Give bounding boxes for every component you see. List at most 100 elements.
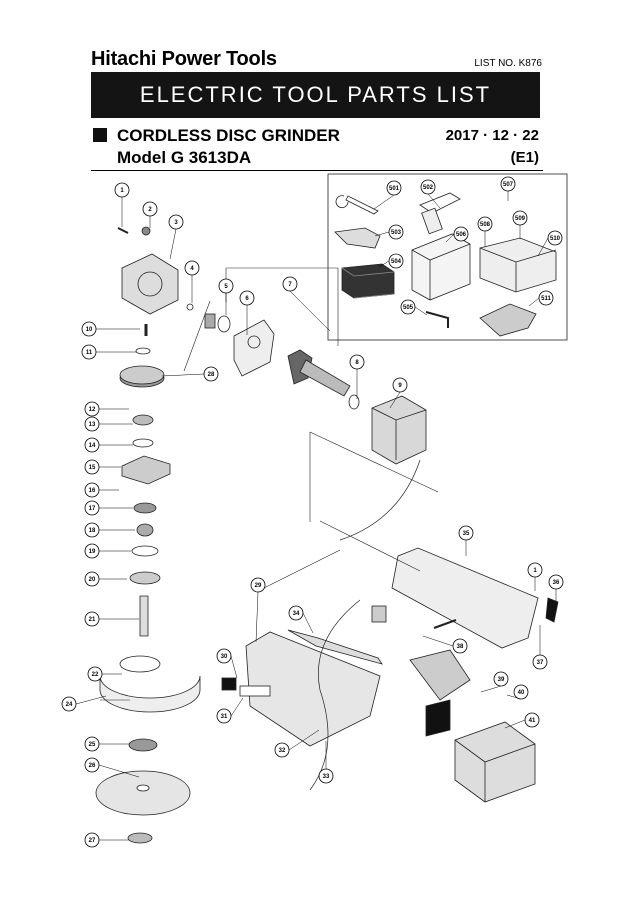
product-name: CORDLESS DISC GRINDER	[117, 126, 340, 145]
callout-12: 12	[84, 401, 100, 417]
callout-8: 8	[349, 354, 365, 370]
gear-cover	[121, 253, 179, 315]
callout-1-handle: 1	[527, 562, 543, 578]
header-rule	[91, 170, 543, 171]
callout-17: 17	[84, 500, 100, 516]
callout-502: 502	[420, 179, 436, 195]
svg-text:510: 510	[550, 236, 561, 242]
callout-9: 9	[392, 377, 408, 393]
wheel-guard	[99, 675, 201, 713]
bullet-square	[93, 128, 107, 142]
callout-507: 507	[500, 176, 516, 192]
svg-text:508: 508	[480, 222, 491, 228]
svg-text:7: 7	[288, 282, 292, 288]
accessory-box	[327, 173, 568, 341]
svg-text:4: 4	[190, 266, 194, 272]
callout-26: 26	[84, 757, 100, 773]
svg-text:509: 509	[515, 216, 526, 222]
handle-housing	[391, 547, 539, 649]
callout-503: 503	[388, 224, 404, 240]
svg-text:3: 3	[174, 220, 178, 226]
svg-text:35: 35	[463, 531, 470, 537]
callout-505: 505	[400, 299, 416, 315]
svg-text:14: 14	[89, 443, 96, 449]
edition-label: (E1)	[510, 149, 539, 166]
callout-38: 38	[452, 638, 468, 654]
svg-text:20: 20	[89, 577, 96, 583]
document-date: 2017 · 12 · 22	[445, 127, 539, 144]
svg-text:2: 2	[148, 207, 152, 213]
svg-text:506: 506	[456, 232, 467, 238]
svg-text:22: 22	[92, 672, 99, 678]
callout-35: 35	[458, 525, 474, 541]
svg-text:32: 32	[279, 748, 286, 754]
svg-text:31: 31	[221, 714, 228, 720]
callout-39: 39	[493, 671, 509, 687]
callout-31: 31	[216, 708, 232, 724]
callout-20: 20	[84, 571, 100, 587]
svg-text:26: 26	[89, 763, 96, 769]
callout-33: 33	[318, 768, 334, 784]
brand-title: Hitachi Power Tools	[91, 48, 277, 70]
callout-2: 2	[142, 201, 158, 217]
svg-text:8: 8	[355, 360, 359, 366]
callout-510: 510	[547, 230, 563, 246]
callout-1: 1	[114, 182, 130, 198]
svg-text:5: 5	[224, 284, 228, 290]
document-banner: ELECTRIC TOOL PARTS LIST	[91, 72, 540, 118]
svg-text:38: 38	[457, 644, 464, 650]
callout-506: 506	[453, 226, 469, 242]
callout-15: 15	[84, 459, 100, 475]
callout-16: 16	[84, 482, 100, 498]
svg-text:25: 25	[89, 742, 96, 748]
battery-pack	[454, 721, 536, 803]
callout-13: 13	[84, 416, 100, 432]
svg-text:37: 37	[537, 660, 544, 666]
svg-text:21: 21	[89, 617, 96, 623]
grinding-disc	[95, 770, 191, 816]
svg-text:12: 12	[89, 407, 96, 413]
svg-text:19: 19	[89, 549, 96, 555]
callout-36: 36	[548, 574, 564, 590]
svg-text:10: 10	[86, 327, 93, 333]
callout-37: 37	[532, 654, 548, 670]
callout-504: 504	[388, 253, 404, 269]
callout-27: 27	[84, 832, 100, 848]
svg-text:17: 17	[89, 506, 96, 512]
svg-text:504: 504	[391, 259, 402, 265]
svg-text:511: 511	[541, 296, 551, 302]
svg-text:28: 28	[208, 372, 215, 378]
callout-29: 29	[250, 577, 266, 593]
svg-text:13: 13	[89, 422, 96, 428]
svg-text:34: 34	[293, 611, 300, 617]
callout-10: 10	[81, 321, 97, 337]
callout-4: 4	[184, 260, 200, 276]
svg-text:41: 41	[529, 718, 536, 724]
svg-text:505: 505	[403, 305, 414, 311]
part-callouts: 1 2 3 4 5 6 7 8 9 10 11 12 13 14 15 16 1…	[61, 176, 564, 848]
stator	[371, 395, 427, 465]
motor-housing	[245, 631, 381, 747]
svg-text:33: 33	[323, 774, 330, 780]
svg-text:1: 1	[533, 568, 537, 574]
callout-6: 6	[239, 290, 255, 306]
callout-5: 5	[218, 278, 234, 294]
svg-text:27: 27	[89, 838, 96, 844]
callout-3: 3	[168, 214, 184, 230]
leader-lines	[75, 191, 557, 841]
svg-text:36: 36	[553, 580, 560, 586]
callout-7: 7	[282, 276, 298, 292]
svg-text:29: 29	[255, 583, 262, 589]
svg-text:507: 507	[503, 182, 514, 188]
callout-21: 21	[84, 611, 100, 627]
svg-text:30: 30	[221, 654, 228, 660]
callout-511: 511	[538, 290, 554, 306]
list-number: LIST NO. K876	[474, 58, 542, 69]
svg-text:502: 502	[423, 185, 434, 191]
callout-509: 509	[512, 210, 528, 226]
callout-18: 18	[84, 522, 100, 538]
callout-22: 22	[87, 666, 103, 682]
callout-28: 28	[203, 366, 219, 382]
svg-text:501: 501	[389, 186, 400, 192]
